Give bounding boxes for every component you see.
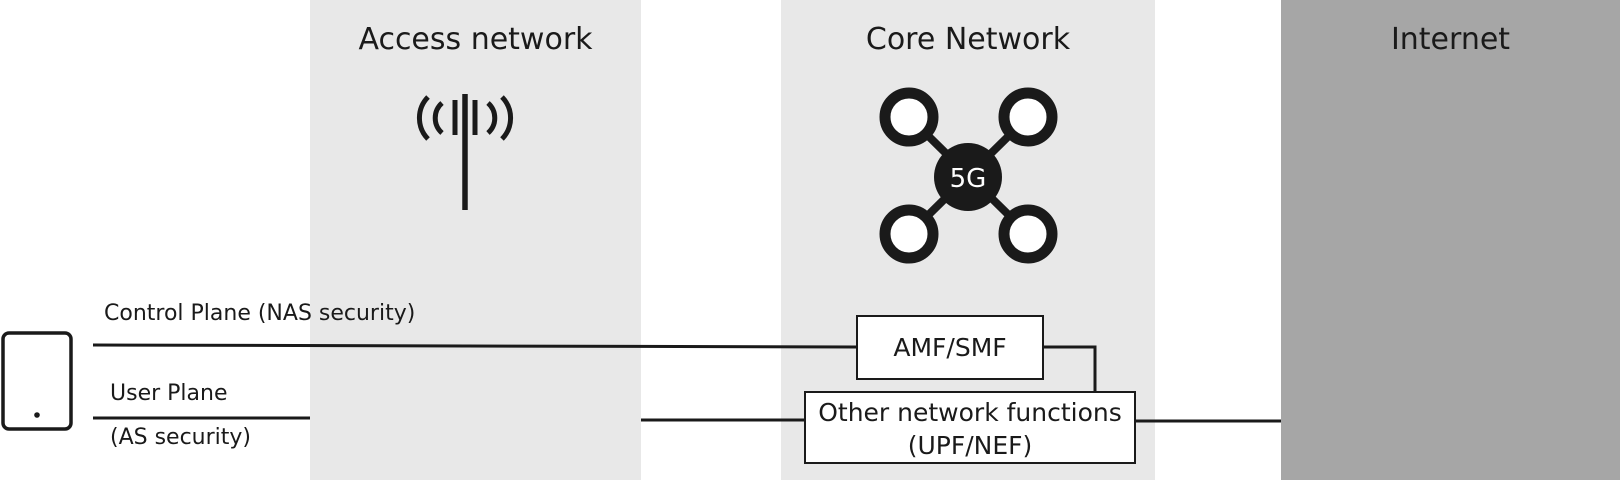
internet-zone: Internet xyxy=(1281,0,1620,480)
other-network-functions-box: Other network functions (UPF/NEF) xyxy=(804,391,1136,464)
5g-hub-label: 5G xyxy=(950,164,987,194)
control-plane-line xyxy=(92,343,857,349)
core-network-title: Core Network xyxy=(865,22,1071,57)
amf-to-functions-connector xyxy=(1044,345,1097,391)
amf-smf-box: AMF/SMF xyxy=(856,315,1044,380)
other-functions-line2: (UPF/NEF) xyxy=(907,431,1033,460)
internet-title: Internet xyxy=(1390,22,1511,57)
as-security-label: (AS security) xyxy=(110,425,252,450)
control-plane-label: Control Plane (NAS security) xyxy=(104,301,416,326)
5g-core-network-icon: 5G xyxy=(879,87,1058,264)
radio-antenna-icon xyxy=(416,94,514,210)
access-network-title: Access network xyxy=(358,22,593,57)
access-network-zone: Access network xyxy=(310,0,641,480)
other-functions-line1: Other network functions xyxy=(818,398,1122,427)
mobile-device-icon xyxy=(1,331,73,431)
user-plane-label: User Plane xyxy=(110,381,228,406)
